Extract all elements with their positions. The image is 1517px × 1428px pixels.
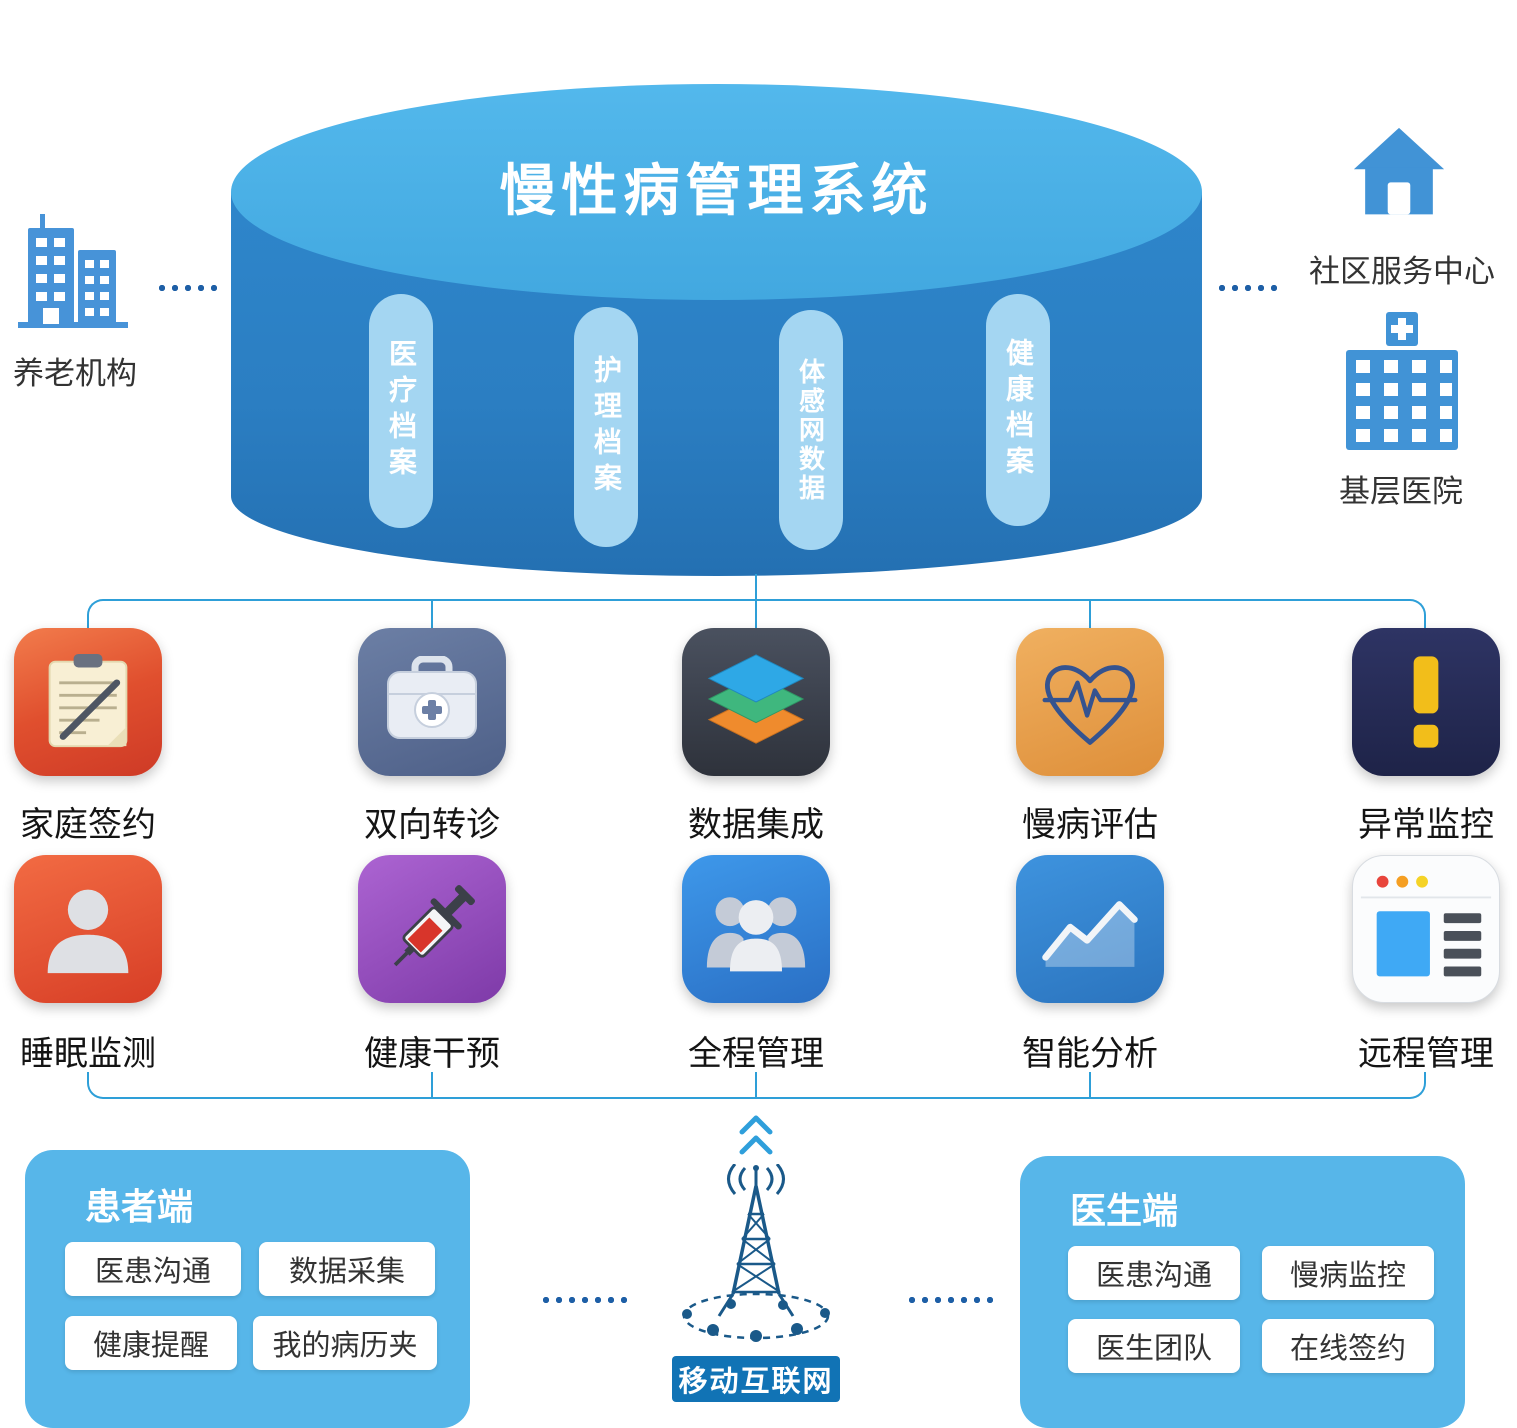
house-icon <box>1353 127 1445 215</box>
building-icon <box>18 214 128 328</box>
dotted-connector-network-doctor <box>906 1296 999 1304</box>
pill-label: 护理档案 <box>591 355 622 499</box>
community-center-label: 社区服务中心 <box>1309 254 1495 289</box>
module-whole-course-management[interactable] <box>682 855 830 1003</box>
module-health-intervention[interactable] <box>358 855 506 1003</box>
doctor-button-communication[interactable]: 医患沟通 <box>1068 1246 1240 1300</box>
connector-stub <box>755 574 757 601</box>
medical-kit-icon <box>387 656 477 739</box>
pill-medical-records: 医疗档案 <box>369 294 433 528</box>
heart-ecg-icon <box>1042 665 1138 745</box>
patient-button-my-records[interactable]: 我的病历夹 <box>253 1316 437 1370</box>
module-sleep-monitoring[interactable] <box>14 855 162 1003</box>
syringe-icon <box>393 885 476 967</box>
person-icon <box>47 889 129 974</box>
module-label: 数据集成 <box>688 806 824 844</box>
connector-stub <box>1089 601 1091 629</box>
module-intelligent-analysis[interactable] <box>1016 855 1164 1003</box>
hospital-icon <box>1346 312 1458 450</box>
double-chevron-up-icon <box>739 1115 773 1155</box>
people-group-icon <box>706 897 806 972</box>
dotted-connector-right <box>1216 284 1278 292</box>
connector-stub <box>431 601 433 629</box>
module-label: 健康干预 <box>364 1035 500 1073</box>
mobile-internet-label: 移动互联网 <box>672 1356 840 1402</box>
module-label: 慢病评估 <box>1022 806 1158 844</box>
patient-button-communication[interactable]: 医患沟通 <box>65 1242 241 1296</box>
pill-label: 健康档案 <box>1003 338 1034 482</box>
radio-tower-icon <box>682 1164 830 1342</box>
module-label: 家庭签约 <box>20 806 156 844</box>
clipboard-pencil-icon <box>48 654 128 748</box>
module-label: 异常监控 <box>1358 806 1494 844</box>
module-family-signing[interactable] <box>14 628 162 776</box>
module-chronic-assessment[interactable] <box>1016 628 1164 776</box>
patient-panel: 患者端 医患沟通 数据采集 健康提醒 我的病历夹 <box>25 1150 470 1428</box>
system-title: 慢性病管理系统 <box>499 159 934 222</box>
module-label: 双向转诊 <box>364 806 500 844</box>
patient-panel-title: 患者端 <box>85 1186 194 1227</box>
module-remote-management[interactable] <box>1352 855 1500 1003</box>
database-cylinder-top <box>231 84 1202 300</box>
patient-button-health-reminder[interactable]: 健康提醒 <box>65 1316 237 1370</box>
pill-health-records: 健康档案 <box>986 294 1050 526</box>
connector-stub <box>755 601 757 629</box>
connector-stub <box>1089 1072 1091 1098</box>
exclamation-icon <box>1413 656 1439 748</box>
module-abnormal-monitoring[interactable] <box>1352 628 1500 776</box>
module-label: 智能分析 <box>1022 1035 1158 1073</box>
pill-label: 体感网数据 <box>795 357 826 503</box>
doctor-panel: 医生端 医患沟通 慢病监控 医生团队 在线签约 <box>1020 1156 1465 1428</box>
module-label: 睡眠监测 <box>20 1035 156 1073</box>
doctor-button-doctor-team[interactable]: 医生团队 <box>1068 1319 1240 1373</box>
module-data-integration[interactable] <box>682 628 830 776</box>
module-two-way-referral[interactable] <box>358 628 506 776</box>
browser-window-icon <box>1360 875 1492 977</box>
pill-nursing-records: 护理档案 <box>574 307 638 547</box>
pill-label: 医疗档案 <box>386 339 417 483</box>
grassroots-hospital-label: 基层医院 <box>1339 474 1463 509</box>
stacked-layers-icon <box>707 654 805 744</box>
connector-stub <box>755 1072 757 1098</box>
module-label: 全程管理 <box>688 1035 824 1073</box>
doctor-button-online-signing[interactable]: 在线签约 <box>1262 1319 1434 1373</box>
patient-button-data-collection[interactable]: 数据采集 <box>259 1242 435 1296</box>
dotted-connector-left <box>156 284 218 292</box>
elder-care-label: 养老机构 <box>13 356 137 391</box>
line-chart-icon <box>1042 901 1138 967</box>
doctor-panel-title: 医生端 <box>1070 1190 1179 1231</box>
pill-body-sensor-data: 体感网数据 <box>779 310 843 550</box>
module-label: 远程管理 <box>1358 1035 1494 1073</box>
dotted-connector-patient-network <box>540 1296 633 1304</box>
connector-stub <box>431 1072 433 1098</box>
connector-bracket-bottom <box>87 1072 1426 1099</box>
doctor-button-chronic-monitoring[interactable]: 慢病监控 <box>1262 1246 1434 1300</box>
